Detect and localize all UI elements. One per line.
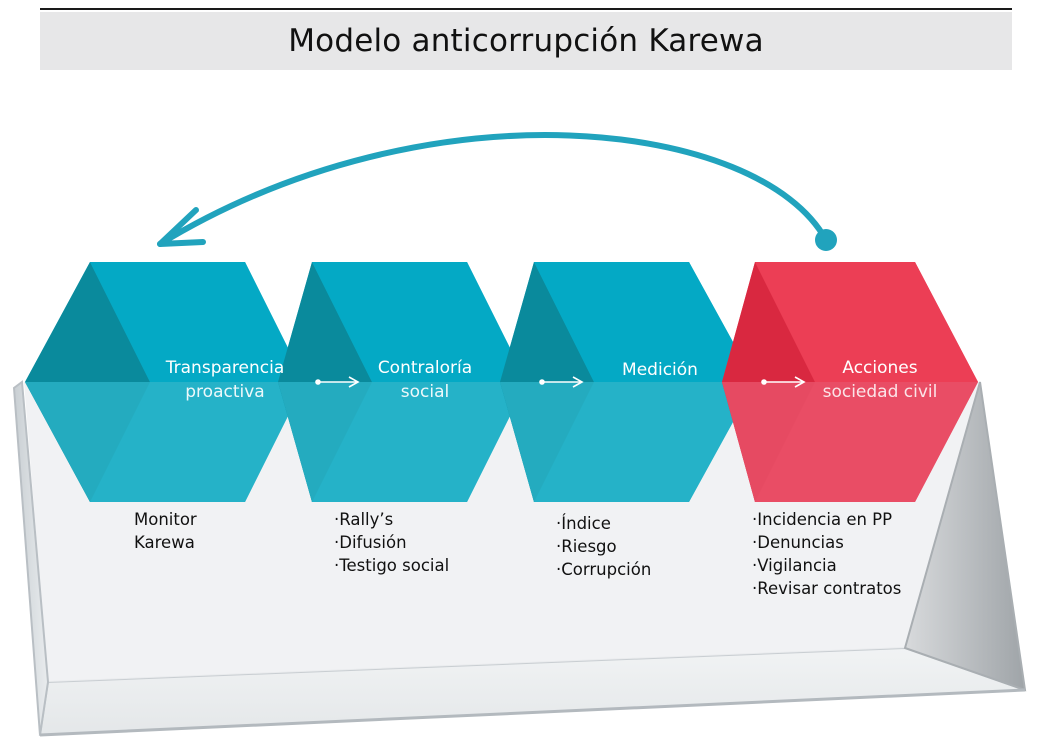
list-item: ·Denuncias (752, 533, 844, 552)
list-item: ·Incidencia en PP (752, 510, 893, 529)
stage-items-contraloria: ·Rally’s ·Difusión ·Testigo social (334, 508, 449, 577)
stage-hexagon-transparencia (25, 262, 305, 502)
flow-arrow-1 (315, 376, 360, 388)
title-bar: Modelo anticorrupción Karewa (40, 12, 1012, 70)
stage-label-transparencia: Transparencia proactiva (140, 356, 310, 404)
stage-label-contraloria: Contraloría social (360, 356, 490, 404)
list-item: ·Índice (556, 514, 611, 533)
stage-title-line2: proactiva (185, 382, 265, 402)
list-item: ·Corrupción (556, 560, 652, 579)
list-item: ·Vigilancia (752, 556, 837, 575)
list-item: ·Riesgo (556, 537, 617, 556)
list-item: ·Difusión (334, 533, 407, 552)
stage-title-line2: sociedad civil (822, 382, 938, 402)
curved-arrow-icon (157, 132, 837, 251)
stage-items-acciones: ·Incidencia en PP ·Denuncias ·Vigilancia… (752, 508, 901, 600)
glass-right-side (903, 381, 1027, 692)
stage-title-line1: Acciones (842, 358, 918, 378)
page-title: Modelo anticorrupción Karewa (288, 23, 764, 59)
stage-title-line2: social (400, 382, 450, 402)
list-item: Monitor (134, 510, 197, 529)
stage-label-acciones: Acciones sociedad civil (800, 356, 960, 404)
title-rule (40, 8, 1012, 10)
stage-title-line1: Medición (622, 360, 698, 380)
glass-bottom-edge (39, 688, 1026, 737)
stage-items-medicion: ·Índice ·Riesgo ·Corrupción (556, 512, 651, 581)
stage-title-line1: Contraloría (377, 358, 473, 378)
list-item: ·Rally’s (334, 510, 394, 529)
list-item: ·Revisar contratos (752, 579, 902, 598)
flow-arrow-3 (761, 376, 806, 388)
list-item: Karewa (134, 533, 195, 552)
stage-title-line1: Transparencia (165, 358, 285, 378)
list-item: ·Testigo social (334, 556, 450, 575)
flow-arrow-2 (539, 376, 584, 388)
stage-items-transparencia: Monitor Karewa (134, 508, 197, 554)
stage-label-medicion: Medición (600, 358, 720, 382)
